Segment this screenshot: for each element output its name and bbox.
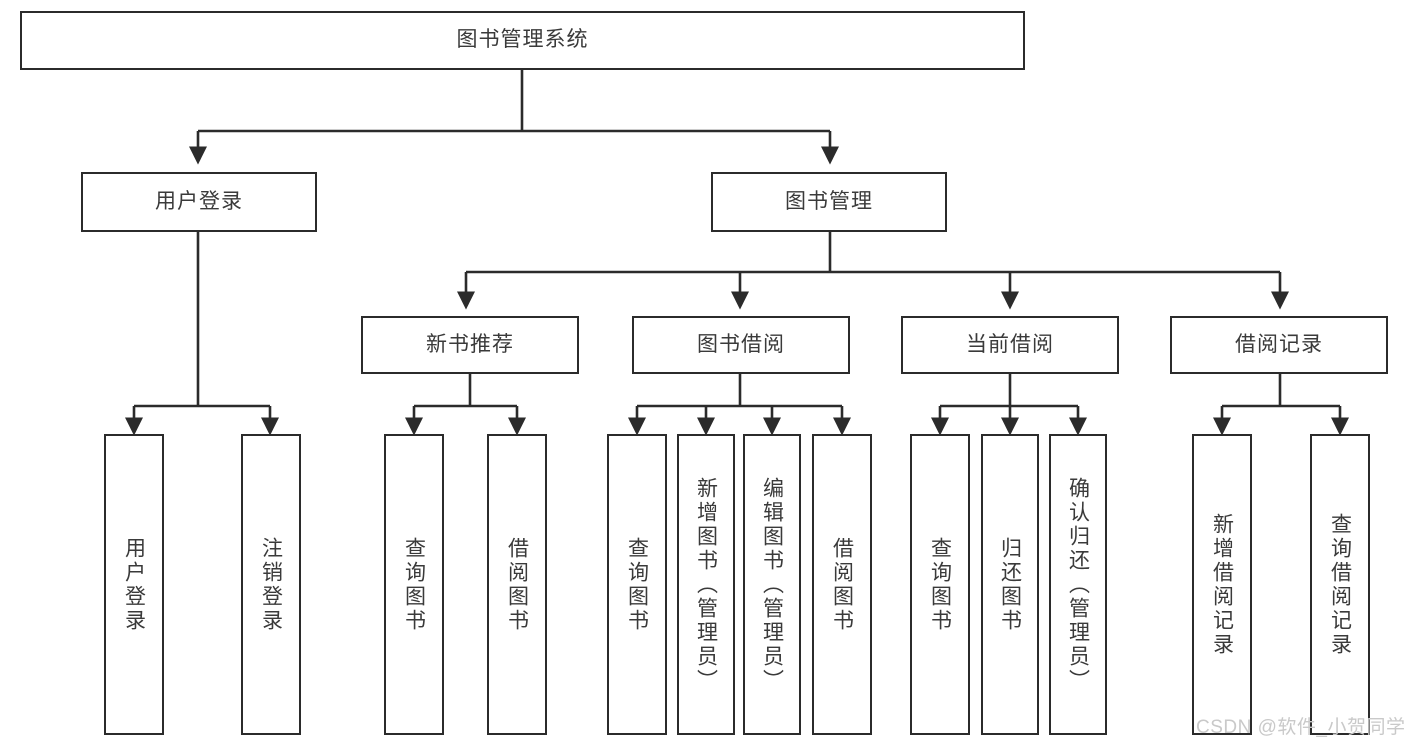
node-label: 用户登录 <box>155 189 243 213</box>
leaf-book-borrow-borrow[interactable]: 借阅图书 <box>812 434 872 735</box>
node-label: 新书推荐 <box>426 332 514 356</box>
node-current-borrow[interactable]: 当前借阅 <box>901 316 1119 374</box>
node-new-book-recommend[interactable]: 新书推荐 <box>361 316 579 374</box>
node-label: 查询图书 <box>625 536 649 633</box>
node-label: 借阅图书 <box>505 536 529 633</box>
node-label: 查询图书 <box>402 536 426 633</box>
node-book-management[interactable]: 图书管理 <box>711 172 947 232</box>
node-book-borrow[interactable]: 图书借阅 <box>632 316 850 374</box>
leaf-user-login-login[interactable]: 用户登录 <box>104 434 164 735</box>
node-label: 新增图书（管理员） <box>694 476 718 693</box>
leaf-user-login-logout[interactable]: 注销登录 <box>241 434 301 735</box>
node-label: 用户登录 <box>122 536 146 633</box>
node-label: 借阅记录 <box>1235 332 1323 356</box>
node-label: 新增借阅记录 <box>1210 512 1234 657</box>
node-label: 查询借阅记录 <box>1328 512 1352 657</box>
csdn-watermark: CSDN @软件_小贺同学 <box>1196 717 1405 738</box>
leaf-book-borrow-query[interactable]: 查询图书 <box>607 434 667 735</box>
node-label: 确认归还（管理员） <box>1066 476 1090 693</box>
leaf-book-borrow-add[interactable]: 新增图书（管理员） <box>677 434 735 735</box>
leaf-borrow-record-query[interactable]: 查询借阅记录 <box>1310 434 1370 735</box>
node-root-system[interactable]: 图书管理系统 <box>20 11 1025 70</box>
node-borrow-record[interactable]: 借阅记录 <box>1170 316 1388 374</box>
node-label: 注销登录 <box>259 536 283 633</box>
node-label: 图书借阅 <box>697 332 785 356</box>
leaf-current-borrow-query[interactable]: 查询图书 <box>910 434 970 735</box>
leaf-book-borrow-edit[interactable]: 编辑图书（管理员） <box>743 434 801 735</box>
node-label: 编辑图书（管理员） <box>760 476 784 693</box>
node-label: 图书管理系统 <box>456 28 589 52</box>
leaf-borrow-record-add[interactable]: 新增借阅记录 <box>1192 434 1252 735</box>
leaf-new-book-query[interactable]: 查询图书 <box>384 434 444 735</box>
leaf-current-borrow-confirm-return[interactable]: 确认归还（管理员） <box>1049 434 1107 735</box>
node-user-login[interactable]: 用户登录 <box>81 172 317 232</box>
node-label: 借阅图书 <box>830 536 854 633</box>
node-label: 当前借阅 <box>966 332 1054 356</box>
leaf-current-borrow-return[interactable]: 归还图书 <box>981 434 1039 735</box>
node-label: 图书管理 <box>785 189 873 213</box>
node-label: 查询图书 <box>928 536 952 633</box>
node-label: 归还图书 <box>998 536 1022 633</box>
leaf-new-book-borrow[interactable]: 借阅图书 <box>487 434 547 735</box>
